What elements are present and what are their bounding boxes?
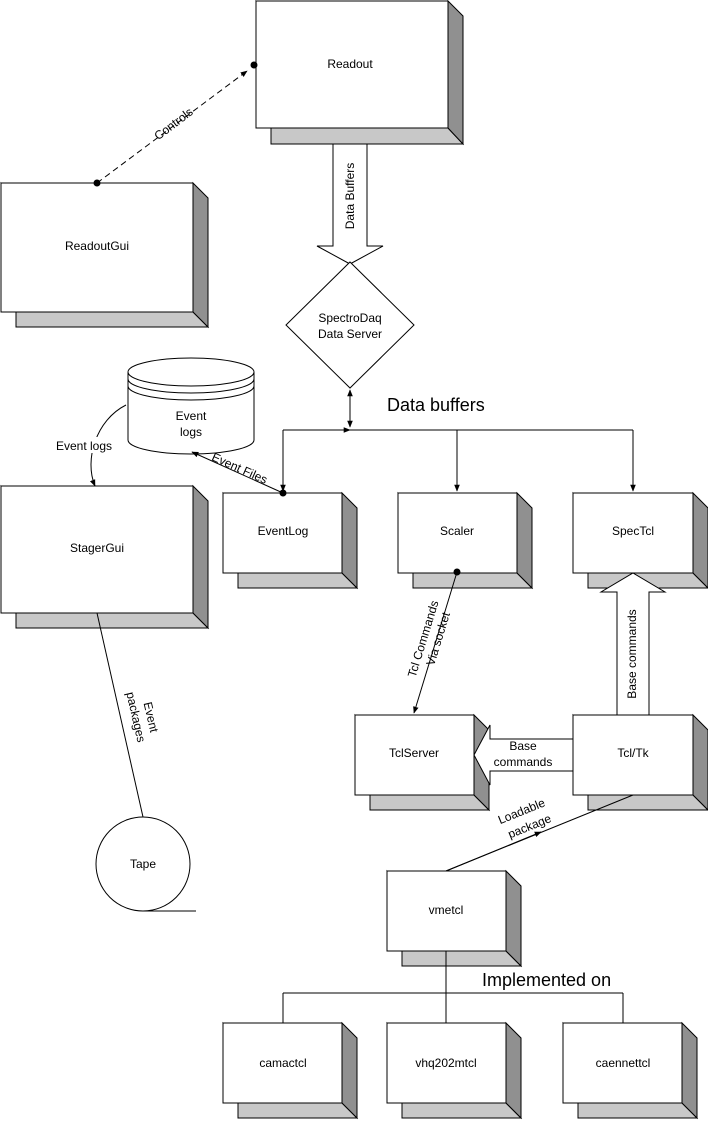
disk-line1: Event <box>176 409 207 423</box>
data-buffers-arrow-label: Data Buffers <box>343 163 357 229</box>
event-logs-link: Event logs <box>48 404 127 487</box>
tcl-tk-label: Tcl/Tk <box>617 746 649 760</box>
base-commands-left-arrow: Base commands <box>473 724 574 786</box>
data-server-line1: SpectroDaq <box>318 311 381 325</box>
tcl-server-box[interactable]: TclServer <box>354 713 491 812</box>
vmetcl-label: vmetcl <box>429 903 464 917</box>
disk-line2: logs <box>180 425 202 439</box>
controls-link: Controls <box>93 61 258 187</box>
data-server-line2: Data Server <box>318 327 382 341</box>
scaler-label: Scaler <box>440 524 474 538</box>
scaler-box[interactable]: Scaler <box>397 491 534 590</box>
tcl-commands-link: Tcl Commands Via socket <box>405 568 461 714</box>
base-commands-vertical-label: Base commands <box>625 609 639 698</box>
event-files-link: Event Files <box>191 450 287 497</box>
base-commands-line1: Base <box>509 739 537 753</box>
event-logs-disk[interactable]: Event logs <box>127 357 255 455</box>
event-logs-label: Event logs <box>56 439 112 453</box>
tape-label: Tape <box>130 857 156 871</box>
camactcl-box[interactable]: camactcl <box>222 1021 359 1120</box>
tape-reel[interactable]: Tape <box>95 816 196 912</box>
spectcl-box[interactable]: SpecTcl <box>572 491 708 589</box>
event-packages-link: Event packages <box>96 612 162 818</box>
stager-gui-box[interactable]: StagerGui <box>0 484 210 630</box>
vhq202mtcl-box[interactable]: vhq202mtcl <box>386 1021 523 1120</box>
readout-box[interactable]: Readout <box>255 0 465 146</box>
tcl-server-label: TclServer <box>389 746 439 760</box>
readout-gui-label: ReadoutGui <box>65 239 129 253</box>
spectcl-label: SpecTcl <box>612 524 654 538</box>
caennettcl-label: caennettcl <box>596 1056 651 1070</box>
implemented-on-label: Implemented on <box>482 970 611 990</box>
data-buffers-arrow: Data Buffers <box>316 143 384 265</box>
data-buffers-heading: Data buffers <box>387 395 485 415</box>
caennettcl-box[interactable]: caennettcl <box>562 1021 699 1120</box>
event-files-label: Event Files <box>210 450 270 487</box>
controls-label: Controls <box>152 105 196 143</box>
stager-gui-label: StagerGui <box>70 541 124 555</box>
event-log-label: EventLog <box>258 524 309 538</box>
data-server-diamond[interactable]: SpectroDaq Data Server <box>285 261 415 389</box>
base-commands-up-arrow: Base commands <box>599 572 667 716</box>
event-packages-line1: Event <box>141 701 162 735</box>
readout-label: Readout <box>327 57 373 71</box>
tcl-tk-box[interactable]: Tcl/Tk <box>572 713 708 811</box>
vmetcl-box[interactable]: vmetcl <box>386 869 523 968</box>
vhq202mtcl-label: vhq202mtcl <box>415 1056 476 1070</box>
data-buffers-distribution: Data buffers <box>280 389 636 492</box>
event-log-box[interactable]: EventLog <box>222 491 359 590</box>
camactcl-label: camactcl <box>259 1056 306 1070</box>
readout-gui-box[interactable]: ReadoutGui <box>0 181 210 329</box>
implemented-on-tree: Implemented on <box>282 951 624 1023</box>
base-commands-line2: commands <box>494 755 553 769</box>
